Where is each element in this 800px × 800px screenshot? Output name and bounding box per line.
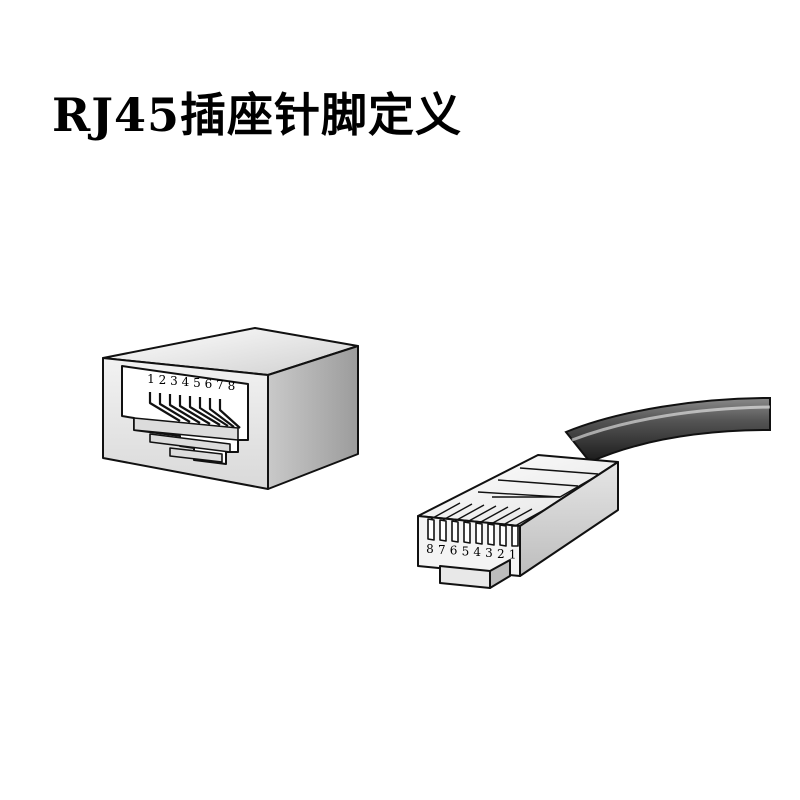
jack-pin-label: 5	[193, 376, 201, 390]
jack-pin-label: 2	[159, 373, 167, 387]
jack-pin-label: 8	[228, 379, 236, 393]
rj45-plug	[417, 454, 619, 589]
jack-inner-ledges	[133, 417, 239, 463]
jack-pin-label: 1	[147, 372, 155, 386]
jack-pin-label: 4	[182, 375, 190, 389]
plug-latch-side	[489, 559, 511, 589]
plug-contacts	[427, 518, 519, 547]
plug-latch	[439, 565, 491, 589]
plug-pin-label: 3	[485, 546, 493, 560]
plug-pin-label: 6	[450, 544, 458, 558]
network-cable	[564, 396, 771, 464]
plug-pin-label: 7	[438, 543, 446, 557]
plug-contact-tops	[430, 502, 545, 527]
jack-pin-label: 3	[170, 374, 178, 388]
rj45-jack	[102, 327, 359, 490]
plug-pin-label: 5	[462, 544, 470, 558]
page-title: RJ45插座针脚定义	[52, 88, 463, 142]
jack-pin-label: 6	[205, 377, 213, 391]
plug-pin-label: 8	[426, 542, 434, 556]
plug-pin-label: 2	[497, 547, 505, 561]
jack-contacts	[148, 392, 241, 429]
plug-pin-label: 1	[509, 548, 517, 562]
jack-pin-label: 7	[216, 378, 224, 392]
plug-top-ridges	[477, 467, 601, 498]
plug-pin-label: 4	[473, 545, 481, 559]
